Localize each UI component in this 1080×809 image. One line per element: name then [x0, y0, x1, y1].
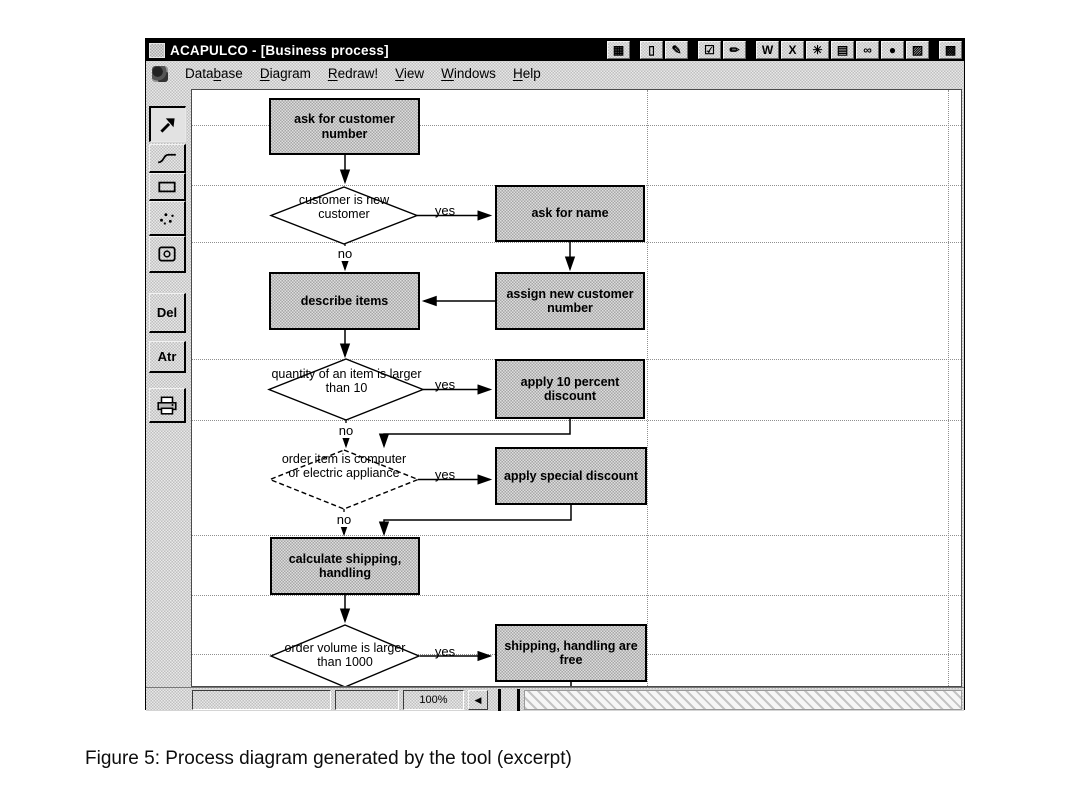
- picture-icon[interactable]: ▨: [906, 41, 929, 59]
- node-describe-items[interactable]: describe items: [269, 272, 420, 330]
- node-ask-for-customer-number[interactable]: ask for customer number: [269, 98, 420, 155]
- checklist-icon[interactable]: ☑: [698, 41, 721, 59]
- office-logo-icon[interactable]: ▦: [607, 41, 630, 59]
- node-label: apply special discount: [503, 468, 639, 483]
- edge-label-no: no: [333, 423, 359, 438]
- edge-label-no: no: [331, 512, 357, 527]
- pointer-tool-button[interactable]: [149, 106, 186, 142]
- star-icon[interactable]: ✳: [806, 41, 829, 59]
- new-document-icon[interactable]: ▯: [640, 41, 663, 59]
- menu-bar: Database Diagram Redraw! View Windows He…: [146, 61, 964, 86]
- menu-help[interactable]: Help: [512, 66, 541, 81]
- node-label-quantity: quantity of an item is larger than 10: [271, 367, 422, 396]
- word-icon[interactable]: W: [756, 41, 779, 59]
- shortcut-bar-divider: [690, 40, 696, 60]
- node-ask-for-name[interactable]: ask for name: [495, 185, 645, 242]
- guide-line: [192, 420, 961, 421]
- node-label: calculate shipping, handling: [288, 551, 402, 580]
- title-bar[interactable]: ACAPULCO - [Business process] ▦ ▯ ✎ ☑ ✏ …: [146, 39, 964, 61]
- menu-windows[interactable]: Windows: [441, 66, 496, 81]
- document-menu-icon[interactable]: [152, 65, 168, 82]
- scrollbar-thumb-edge[interactable]: [517, 689, 520, 711]
- shortcut-bar-divider: [632, 40, 638, 60]
- guide-line: [192, 125, 961, 126]
- scrollbar-thumb-edge[interactable]: [498, 689, 501, 711]
- menu-database[interactable]: Database: [185, 66, 243, 81]
- powerpoint-icon[interactable]: ●: [881, 41, 904, 59]
- left-arrow-icon: ◀: [474, 694, 482, 705]
- node-label-order-item-type: order item is computer or electric appli…: [281, 452, 407, 481]
- node-label: assign new customer number: [506, 286, 634, 315]
- dots-tool-button[interactable]: [149, 201, 186, 236]
- app-window: ACAPULCO - [Business process] ▦ ▯ ✎ ☑ ✏ …: [145, 38, 965, 711]
- edge-label-yes: yes: [434, 467, 456, 482]
- binoculars-icon[interactable]: ∞: [856, 41, 879, 59]
- app-icon: [149, 42, 165, 58]
- node-customer-is-new[interactable]: [269, 186, 419, 245]
- delete-tool-label: Del: [156, 305, 178, 320]
- pointer-icon: [160, 117, 175, 133]
- attributes-tool-label: Atr: [157, 349, 177, 364]
- print-tool-button[interactable]: [149, 388, 186, 423]
- guide-line: [192, 595, 961, 596]
- node-calculate-shipping-handling[interactable]: calculate shipping, handling: [270, 537, 420, 595]
- node-label-customer-is-new: customer is new customer: [298, 193, 390, 222]
- attributes-tool-button[interactable]: Atr: [149, 341, 186, 373]
- node-label: shipping, handling are free: [504, 638, 638, 667]
- client-area: Del Atr: [146, 86, 964, 711]
- scrollbar-track[interactable]: [524, 690, 962, 710]
- node-label-order-volume: order volume is larger than 1000: [284, 641, 406, 670]
- menu-view[interactable]: View: [395, 66, 425, 81]
- printer-icon: [157, 396, 177, 415]
- status-bar: 100% ◀: [146, 687, 964, 711]
- excel-icon[interactable]: X: [781, 41, 804, 59]
- node-order-volume[interactable]: [269, 624, 421, 687]
- edge-label-yes: yes: [434, 644, 456, 659]
- shortcut-bar-divider: [931, 40, 937, 60]
- connector-icon: [158, 153, 176, 164]
- edge-label-yes: yes: [434, 203, 456, 218]
- node-assign-new-customer-number[interactable]: assign new customer number: [495, 272, 645, 330]
- edge-special-calc: [378, 505, 572, 537]
- node-label: describe items: [300, 293, 389, 308]
- status-panel: [192, 690, 331, 710]
- note-icon[interactable]: ✏: [723, 41, 746, 59]
- guide-line: [948, 90, 949, 686]
- scroll-left-button[interactable]: ◀: [468, 690, 488, 710]
- menu-diagram[interactable]: Diagram: [259, 66, 311, 81]
- node-apply-special-discount[interactable]: apply special discount: [495, 447, 647, 505]
- image-node-icon: [158, 246, 176, 262]
- rectangle-icon: [158, 181, 176, 192]
- edge-label-no: no: [332, 246, 358, 261]
- guide-line: [192, 535, 961, 536]
- photo-icon[interactable]: ▩: [939, 41, 962, 59]
- node-label: ask for customer number: [294, 112, 395, 141]
- image-node-tool-button[interactable]: [149, 236, 186, 273]
- dots-icon: [160, 213, 174, 225]
- node-label: apply 10 percent discount: [520, 374, 620, 403]
- edge-discount10-itemtype: [378, 419, 571, 449]
- menu-redraw[interactable]: Redraw!: [327, 66, 379, 81]
- guide-line: [647, 90, 648, 686]
- shortcut-bar-divider: [748, 40, 754, 60]
- status-panel: [335, 690, 399, 710]
- office-shortcut-bar: ▦ ▯ ✎ ☑ ✏ W X ✳ ▤ ∞ ● ▨ ▩: [607, 40, 962, 60]
- tray-icon[interactable]: ▤: [831, 41, 854, 59]
- delete-tool-button[interactable]: Del: [149, 293, 186, 333]
- diagram-canvas[interactable]: ask for customer number ask for name des…: [191, 89, 962, 687]
- guide-line: [192, 242, 961, 243]
- zoom-level: 100%: [403, 690, 464, 710]
- node-shipping-handling-free[interactable]: shipping, handling are free: [495, 624, 647, 682]
- edge-label-yes: yes: [434, 377, 456, 392]
- figure-caption: Figure 5: Process diagram generated by t…: [85, 748, 572, 769]
- rectangle-tool-button[interactable]: [149, 173, 186, 201]
- node-apply-10-percent-discount[interactable]: apply 10 percent discount: [495, 359, 645, 419]
- window-title: ACAPULCO - [Business process]: [170, 42, 389, 58]
- connector-tool-button[interactable]: [149, 144, 186, 173]
- node-order-item-type[interactable]: [268, 449, 420, 510]
- pen-icon[interactable]: ✎: [665, 41, 688, 59]
- node-label: ask for name: [531, 206, 609, 221]
- flow-connectors: [267, 155, 576, 687]
